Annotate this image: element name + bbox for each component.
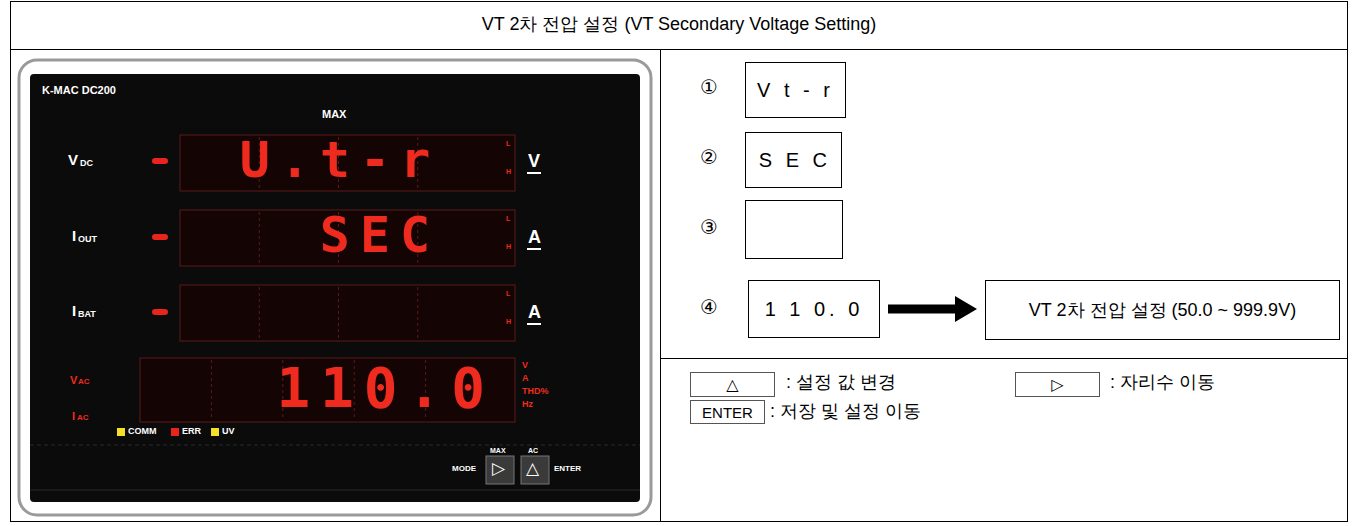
row-label: I (72, 303, 76, 320)
status-square (171, 428, 179, 436)
range-indicator: H (506, 168, 511, 176)
model-name: K-MAC DC200 (42, 84, 116, 96)
status-label: COMM (128, 427, 157, 437)
callout-number: ② (700, 146, 718, 168)
callout-number: ③ (700, 216, 718, 238)
key-box: ENTER (690, 400, 765, 424)
underline (527, 248, 541, 250)
arrow-connector (888, 296, 977, 322)
row-subscript: AC (77, 414, 89, 423)
digit-divider (259, 212, 260, 264)
key-box: △ (690, 372, 775, 397)
digit-divider (259, 287, 260, 339)
range-box: VT 2차 전압 설정 (50.0 ~ 999.9V) (985, 280, 1340, 340)
digit-divider (417, 287, 418, 339)
display-window (140, 358, 515, 422)
unit-label: A (528, 303, 541, 323)
key-description: : 자리수 이동 (1110, 373, 1215, 393)
header-title: VT 2차 전압 설정 (VT Secondary Voltage Settin… (482, 15, 877, 35)
face-line (30, 445, 640, 446)
box-text: △ (726, 375, 738, 394)
unit-label: THD% (522, 387, 549, 397)
legend-line (660, 358, 1348, 359)
face-line (30, 490, 640, 491)
led (152, 158, 168, 164)
row-subscript: DC (80, 159, 93, 169)
empty-step-box (746, 201, 843, 259)
row-subscript: BAT (78, 310, 96, 320)
unit-label: A (522, 374, 529, 384)
segment-display: SEC (260, 208, 500, 263)
led (152, 309, 168, 315)
key-description: : 설정 값 변경 (786, 373, 896, 393)
column-line (660, 49, 661, 522)
unit-label: A (528, 228, 541, 248)
display-window (180, 285, 515, 341)
callout-number: ④ (700, 296, 718, 318)
step-display-box: 1 1 0. 0 (748, 280, 880, 338)
segment-display: U.t-r (180, 133, 500, 188)
row-label: I (72, 410, 75, 422)
unit-label: V (522, 361, 528, 371)
key-box: ▷ (1015, 372, 1100, 397)
box-text: V t - r (757, 79, 834, 102)
underline (527, 323, 541, 325)
status-square (117, 428, 125, 436)
button-symbol: ▷ (492, 460, 505, 479)
box-text: ▷ (1051, 375, 1063, 394)
range-indicator: L (506, 290, 510, 298)
row-subscript: OUT (78, 235, 97, 245)
key-description: : 저장 및 설정 이동 (770, 402, 921, 422)
button-label: MAX (490, 447, 506, 455)
range-indicator: L (506, 215, 510, 223)
range-indicator: H (506, 243, 511, 251)
status-label: ERR (182, 427, 201, 437)
callout-number: ① (700, 76, 718, 98)
max-indicator: MAX (322, 108, 346, 120)
box-text: 1 1 0. 0 (765, 298, 864, 321)
row-label: I (72, 228, 76, 245)
unit-label: V (528, 152, 540, 172)
row-subscript: AC (78, 378, 90, 387)
range-indicator: L (506, 140, 510, 148)
digit-divider (211, 360, 212, 420)
range-indicator: H (506, 318, 511, 326)
status-square (211, 428, 219, 436)
header-line (10, 49, 1348, 50)
button-label: MODE (452, 465, 476, 474)
device-housing (19, 60, 651, 515)
step-display-box: S E C (745, 132, 842, 188)
button (521, 456, 549, 484)
row-label: V (68, 152, 78, 169)
button-label: AC (528, 447, 538, 455)
status-label: UV (222, 427, 235, 437)
device-face (30, 74, 640, 502)
segment-display: 110.0 (150, 357, 495, 419)
button-symbol: △ (526, 460, 539, 479)
table-frame (11, 2, 1348, 522)
box-text: S E C (759, 149, 831, 172)
led (152, 234, 168, 240)
underline (527, 172, 541, 174)
button (486, 456, 514, 484)
digit-divider (338, 287, 339, 339)
row-label: V (70, 374, 77, 386)
button-label: ENTER (554, 465, 581, 474)
unit-label: Hz (522, 400, 533, 410)
box-text: VT 2차 전압 설정 (50.0 ~ 999.9V) (1029, 298, 1296, 322)
box-text: ENTER (702, 404, 753, 421)
step-display-box: V t - r (745, 62, 846, 118)
